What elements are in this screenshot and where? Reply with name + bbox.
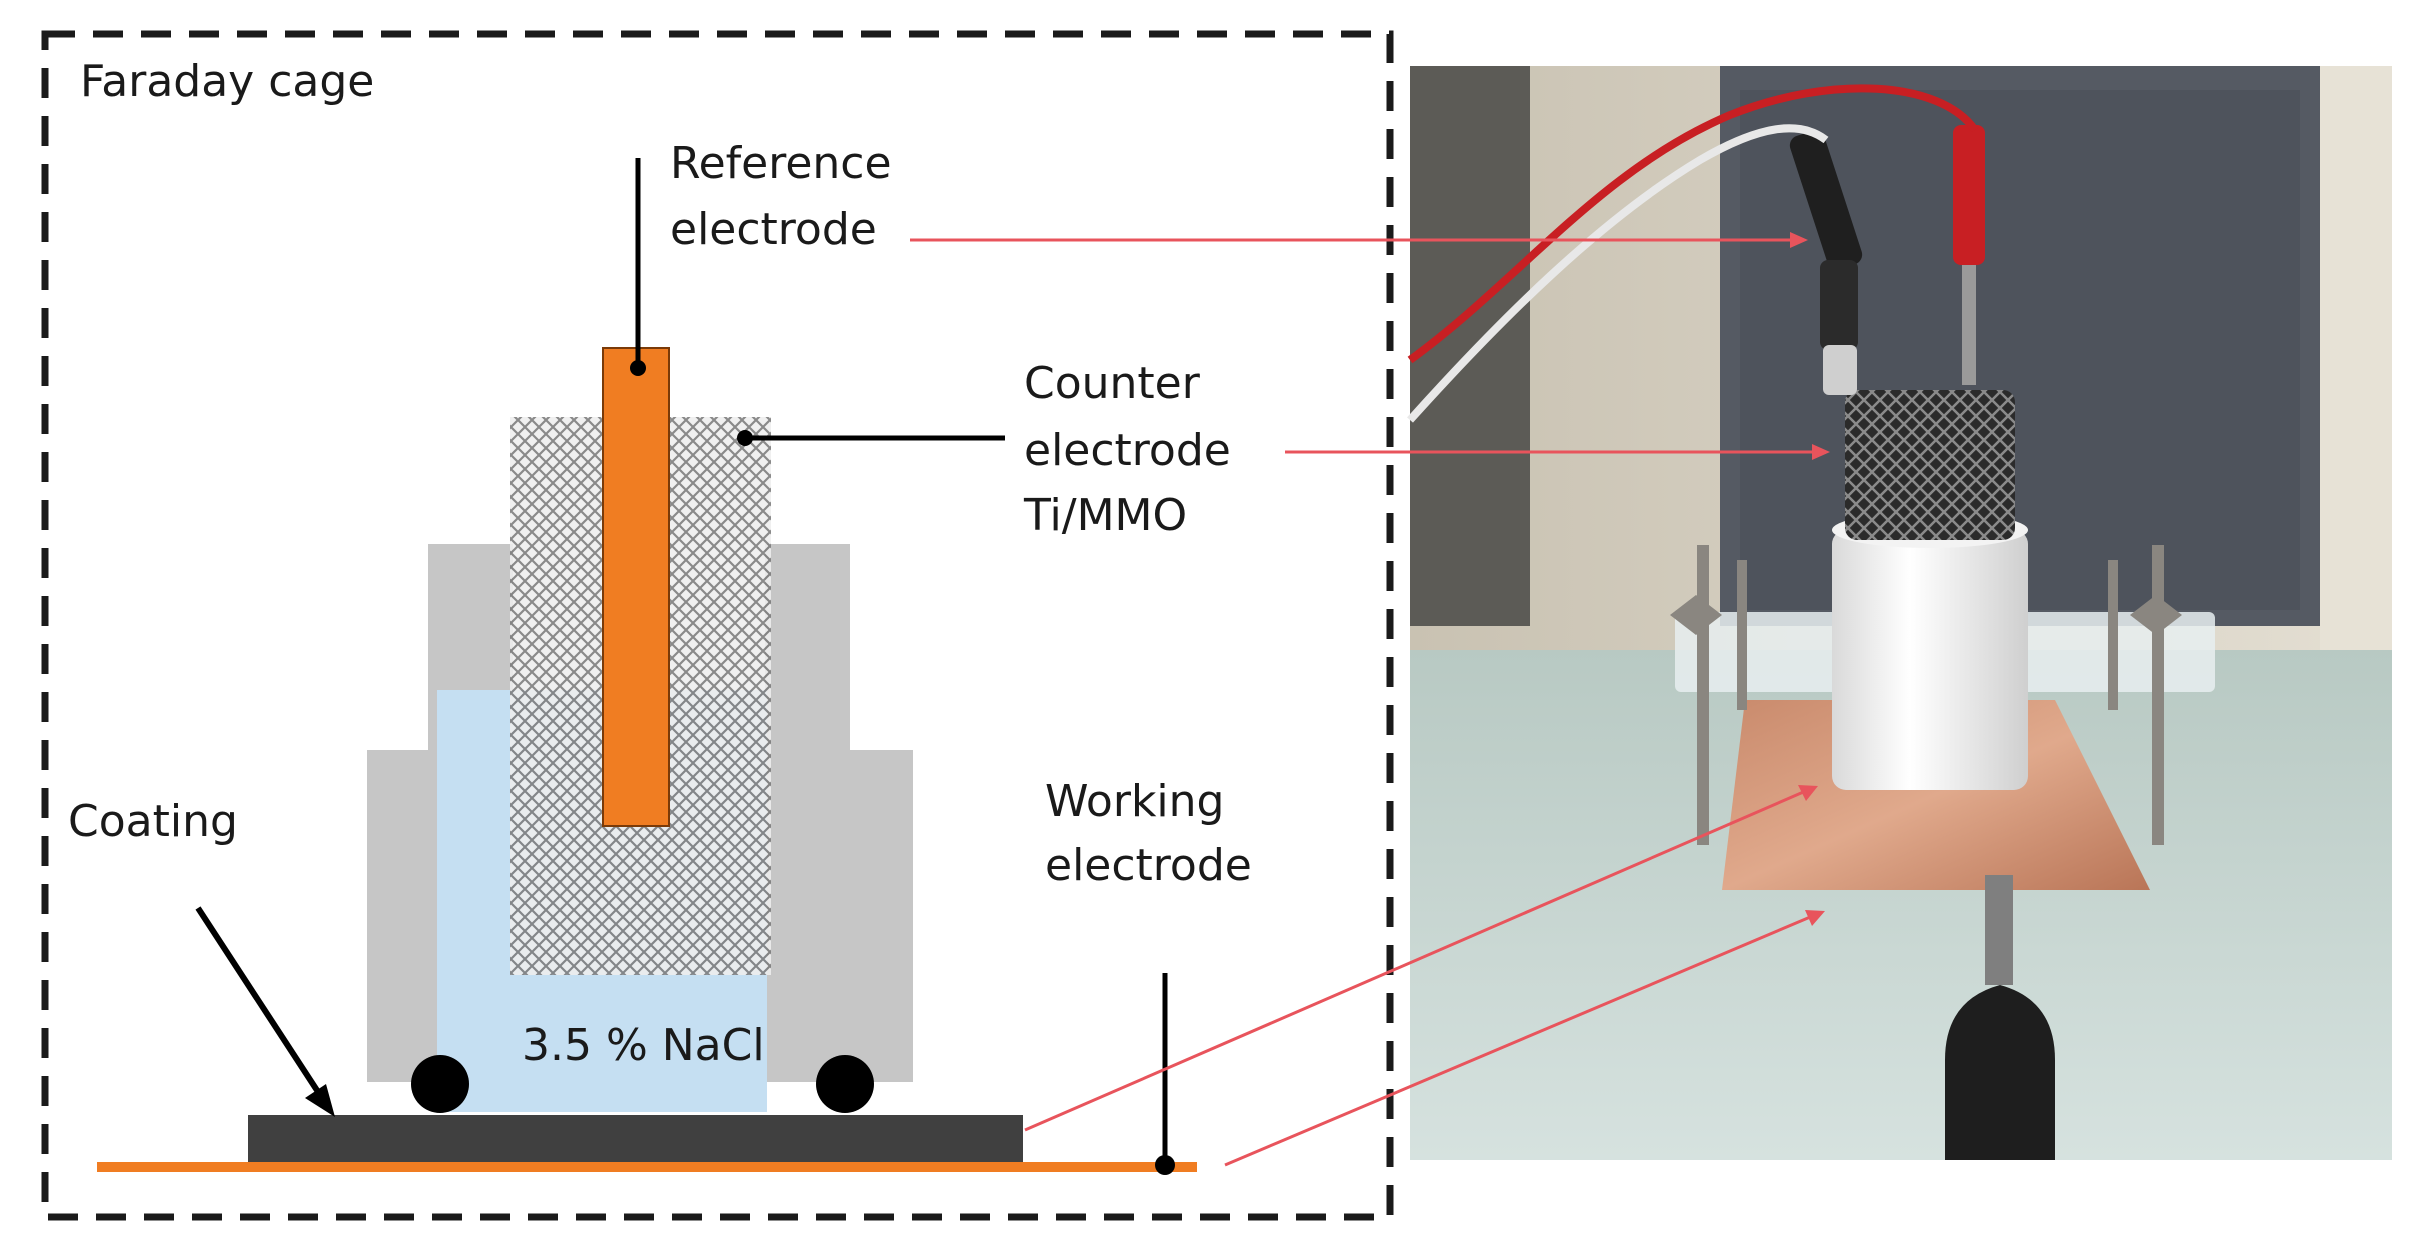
counter-leader-dot: [737, 430, 753, 446]
working-label-line1: Working: [1045, 776, 1224, 827]
photo-bolts: [1670, 545, 2182, 845]
coating-layer: [248, 1115, 1023, 1163]
o-ring-right: [816, 1055, 874, 1113]
coating-label: Coating: [68, 796, 238, 847]
working-electrode-strip: [97, 1162, 1197, 1172]
coating-leader-line: [195, 906, 325, 1100]
schematic-diagram: Faraday cage Reference electrode Counter…: [41, 30, 1394, 1221]
faraday-cage-label: Faraday cage: [80, 56, 374, 107]
o-ring-left: [411, 1055, 469, 1113]
photo-black-clip: [1945, 875, 2055, 1160]
photo-red-wire: [1407, 84, 1979, 364]
reference-label-line1: Reference: [670, 138, 892, 189]
photo-reference-connector: [1789, 130, 1863, 395]
setup-photo: [1407, 66, 2392, 1160]
photo-counter-net: [1845, 390, 2015, 540]
photo-cell-cylinder: [1832, 530, 2028, 790]
reference-electrode: [602, 347, 670, 827]
faraday-cage-frame: [41, 30, 1394, 1221]
reference-label-line2: electrode: [670, 204, 877, 255]
callout-working: [1224, 913, 1816, 1167]
counter-label-line3: Ti/MMO: [1023, 490, 1187, 541]
coating-arrowhead: [305, 1084, 335, 1117]
reference-leader-dot: [630, 360, 646, 376]
counter-label-line1: Counter: [1024, 358, 1201, 409]
working-leader-dot: [1155, 1155, 1175, 1175]
electrolyte-label: 3.5 % NaCl: [522, 1020, 765, 1071]
photo-red-clip: [1953, 125, 1985, 385]
photo-copper-plate: [1722, 700, 2150, 890]
working-label-line2: electrode: [1045, 840, 1252, 891]
callout-coating: [1024, 788, 1809, 1132]
callout-lines: [910, 232, 1830, 1167]
counter-label-line2: electrode: [1024, 425, 1231, 476]
photo-white-wire: [1407, 124, 1829, 423]
